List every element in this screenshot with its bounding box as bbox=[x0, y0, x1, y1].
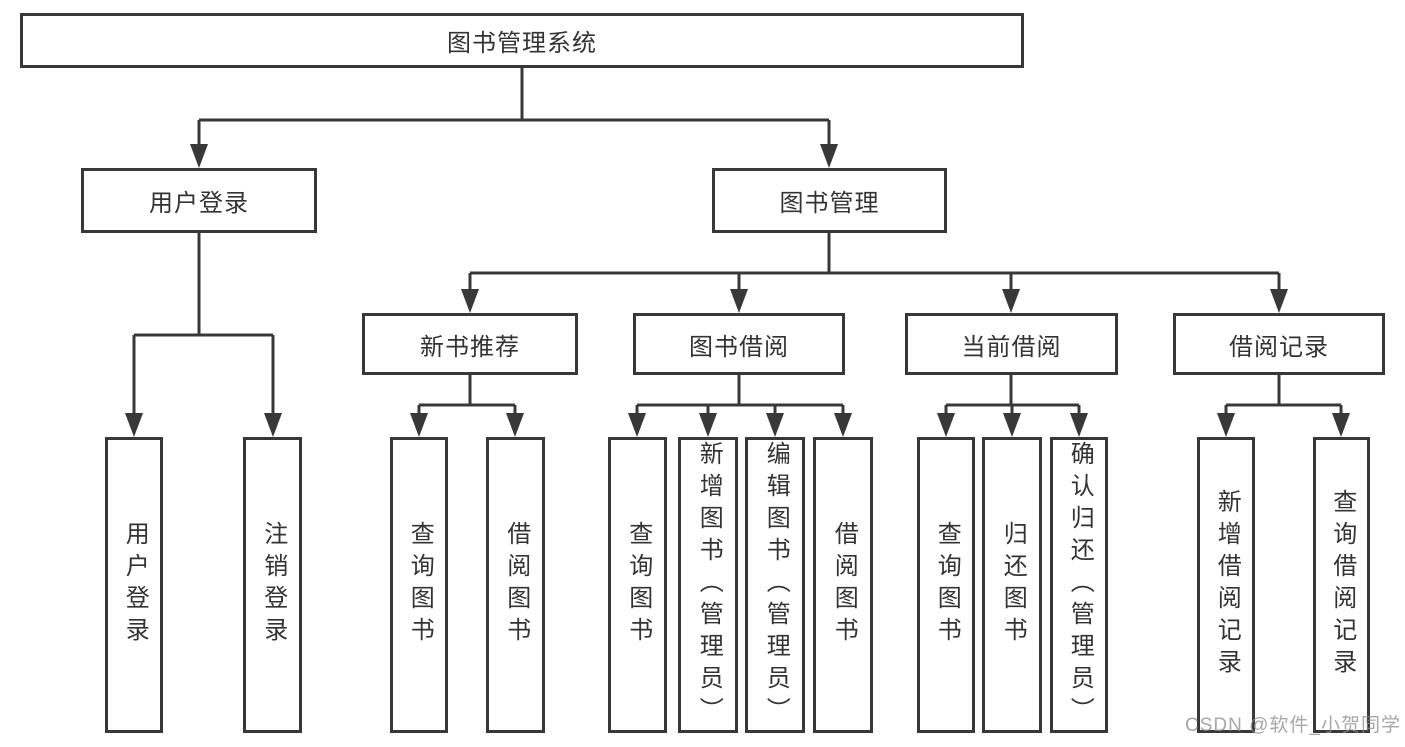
node-leaf-new-books-2: 借阅图书 bbox=[486, 437, 545, 733]
leaf-label: 用户登录 bbox=[121, 521, 149, 649]
node-new-books: 新书推荐 bbox=[362, 313, 578, 375]
node-leaf-book-borrow-3: 编辑图书（管理员） bbox=[745, 437, 805, 733]
leaf-label: 查询图书 bbox=[406, 521, 434, 649]
node-borrow-records-label: 借阅记录 bbox=[1229, 333, 1329, 361]
node-leaf-book-borrow-4: 借阅图书 bbox=[813, 437, 873, 733]
node-leaf-borrow-records-1: 新增借阅记录 bbox=[1197, 437, 1255, 733]
node-leaf-user-login-2: 注销登录 bbox=[243, 437, 302, 733]
leaf-label: 新增图书（管理员） bbox=[695, 441, 723, 729]
node-leaf-new-books-1: 查询图书 bbox=[390, 437, 448, 733]
node-current-borrow: 当前借阅 bbox=[905, 313, 1118, 375]
node-book-borrow-label: 图书借阅 bbox=[689, 333, 789, 361]
node-leaf-book-borrow-2: 新增图书（管理员） bbox=[678, 437, 738, 733]
node-current-borrow-label: 当前借阅 bbox=[961, 333, 1062, 361]
leaf-label: 查询图书 bbox=[624, 521, 652, 649]
arrowheads bbox=[125, 144, 1350, 437]
node-new-books-label: 新书推荐 bbox=[420, 333, 520, 361]
node-leaf-current-borrow-3: 确认归还（管理员） bbox=[1050, 437, 1108, 733]
node-leaf-book-borrow-1: 查询图书 bbox=[608, 437, 667, 733]
leaf-label: 借阅图书 bbox=[502, 521, 530, 649]
node-leaf-borrow-records-2: 查询借阅记录 bbox=[1313, 437, 1370, 733]
node-leaf-current-borrow-1: 查询图书 bbox=[917, 437, 975, 733]
leaf-label: 确认归还（管理员） bbox=[1066, 441, 1094, 729]
node-book-mgmt: 图书管理 bbox=[712, 168, 947, 233]
leaf-label: 编辑图书（管理员） bbox=[762, 441, 790, 729]
node-book-mgmt-label: 图书管理 bbox=[779, 190, 880, 217]
leaf-label: 归还图书 bbox=[999, 521, 1027, 649]
node-root: 图书管理系统 bbox=[20, 13, 1024, 68]
leaf-label: 查询借阅记录 bbox=[1328, 489, 1356, 681]
leaf-label: 查询图书 bbox=[933, 521, 961, 649]
node-user-login-label: 用户登录 bbox=[149, 190, 249, 217]
csdn-watermark: CSDN @软件_小贺同学 bbox=[1185, 715, 1401, 736]
node-borrow-records: 借阅记录 bbox=[1173, 313, 1385, 375]
node-leaf-user-login-1: 用户登录 bbox=[105, 437, 163, 733]
node-root-label: 图书管理系统 bbox=[447, 30, 597, 57]
leaf-label: 新增借阅记录 bbox=[1213, 489, 1241, 681]
node-book-borrow: 图书借阅 bbox=[633, 313, 845, 375]
leaf-label: 注销登录 bbox=[259, 521, 287, 649]
node-user-login: 用户登录 bbox=[81, 168, 317, 233]
leaf-label: 借阅图书 bbox=[830, 521, 858, 649]
node-leaf-current-borrow-2: 归还图书 bbox=[982, 437, 1042, 733]
